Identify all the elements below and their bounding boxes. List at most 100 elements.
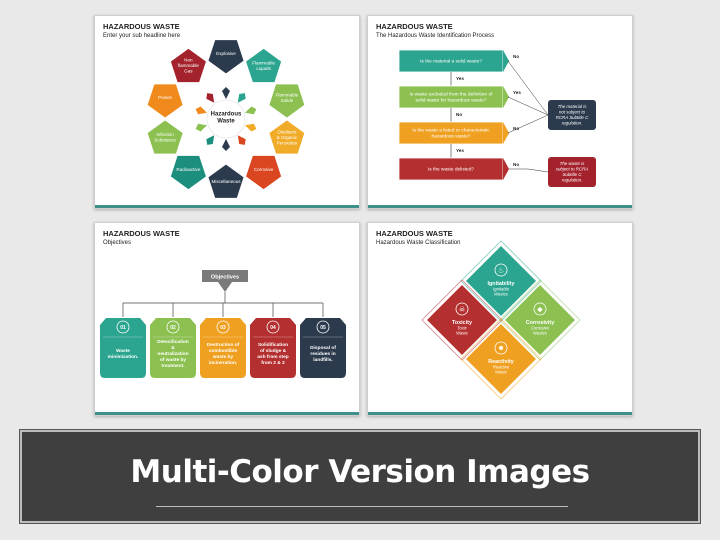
slide-subtitle: The Hazardous Waste Identification Proce… <box>376 33 495 39</box>
flow-yes-label: Yes <box>456 76 464 81</box>
flow-step: Is waste excluded from the definition of… <box>398 85 509 109</box>
slide-thumbnail-classification[interactable]: HAZARDOUS WASTE Hazardous Waste Classifi… <box>367 222 633 416</box>
wheel-segment: Corrosive <box>244 154 283 191</box>
wheel-segment-label: Corrosive <box>254 167 274 172</box>
wheel-segment: Miscellaneous <box>207 163 245 199</box>
objectives-header-arrow <box>218 282 232 292</box>
wheel-arrow <box>222 139 230 151</box>
class-quadrant-shape <box>463 243 539 319</box>
flow-branch-label: No <box>513 162 519 167</box>
class-icon-ring <box>494 341 508 355</box>
flow-branch-line <box>507 60 549 116</box>
flow-step: Is the waste delisted? <box>398 157 509 181</box>
class-quadrant-title: Toxicity <box>452 320 472 326</box>
objective-number: 04 <box>270 325 276 331</box>
objective-card-shape <box>250 318 296 378</box>
class-quadrant-shape <box>463 321 539 397</box>
objective-number-ring <box>216 320 230 334</box>
class-quadrant-shape <box>502 282 578 358</box>
flow-step: Is the material a solid waste? <box>398 49 509 73</box>
slide-title: HAZARDOUS WASTE <box>376 229 453 238</box>
flow-branch-line <box>509 168 549 173</box>
wheel-arrow <box>195 106 207 115</box>
flame-icon: ♨ <box>498 267 504 275</box>
wheel-segment-shape <box>268 119 306 155</box>
skull-icon: ☠ <box>459 306 465 314</box>
burst-icon: ✹ <box>498 345 504 353</box>
objective-card-shape <box>300 318 346 378</box>
wheel-arrow <box>245 123 257 132</box>
objective-card-shape <box>150 318 196 378</box>
slide-subtitle: Hazardous Waste Classification <box>376 240 461 246</box>
banner-divider <box>156 506 568 507</box>
flow-step-pointer <box>503 158 509 180</box>
wheel-segment-shape <box>244 47 283 84</box>
wheel-segment-shape <box>207 163 245 199</box>
wheel-segment-label: Poison <box>158 95 172 100</box>
class-quadrant-outline <box>460 318 542 400</box>
objective-number-ring <box>266 320 280 334</box>
drop-icon: ◆ <box>537 307 543 314</box>
flow-branch-label: No <box>513 126 519 131</box>
objective-number: 05 <box>320 325 326 331</box>
class-quadrant-title: Reactivity <box>488 359 513 365</box>
wheel-arrow <box>222 87 230 99</box>
slide-thumbnail-flowchart[interactable]: HAZARDOUS WASTE The Hazardous Waste Iden… <box>367 15 633 209</box>
wheel-segment-shape <box>169 154 208 191</box>
class-icon-ring <box>494 263 508 277</box>
wheel-segment-shape <box>146 83 184 119</box>
objective-number: 01 <box>120 325 126 331</box>
slide-subtitle: Objectives <box>103 240 132 246</box>
flow-step-label: Is waste excluded from the definition of… <box>410 92 494 104</box>
class-quadrant-shape <box>424 282 500 358</box>
objectives-header-box <box>202 270 248 282</box>
version-banner: Multi-Color Version Images <box>19 429 701 524</box>
slide-title: HAZARDOUS WASTE <box>376 22 453 31</box>
wheel-segment: Explosive <box>207 39 245 75</box>
slide-title: HAZARDOUS WASTE <box>103 22 180 31</box>
flow-result-box <box>548 157 596 187</box>
banner-title: Multi-Color Version Images <box>130 454 590 490</box>
wheel-center <box>206 99 246 139</box>
objective-number: 02 <box>170 325 176 331</box>
wheel-segment-shape <box>169 47 208 84</box>
objective-card-shape <box>200 318 246 378</box>
wheel-segment-label: Radioactive <box>176 167 200 172</box>
slide-thumbnail-wheel[interactable]: HAZARDOUS WASTE Enter your sub headline … <box>94 15 360 209</box>
wheel-arrow <box>206 93 215 103</box>
wheel-segment-shape <box>207 39 245 75</box>
flow-step-label: Is the waste delisted? <box>428 167 474 173</box>
flow-yes-label: Yes <box>456 148 464 153</box>
wheel-arrow <box>195 123 207 132</box>
wheel-segment-label: Miscellaneous <box>211 179 241 184</box>
objective-number-ring <box>116 320 130 334</box>
flow-branch-label: Yes <box>513 90 521 95</box>
wheel-arrow <box>206 135 215 145</box>
flow-result-box <box>548 100 596 130</box>
